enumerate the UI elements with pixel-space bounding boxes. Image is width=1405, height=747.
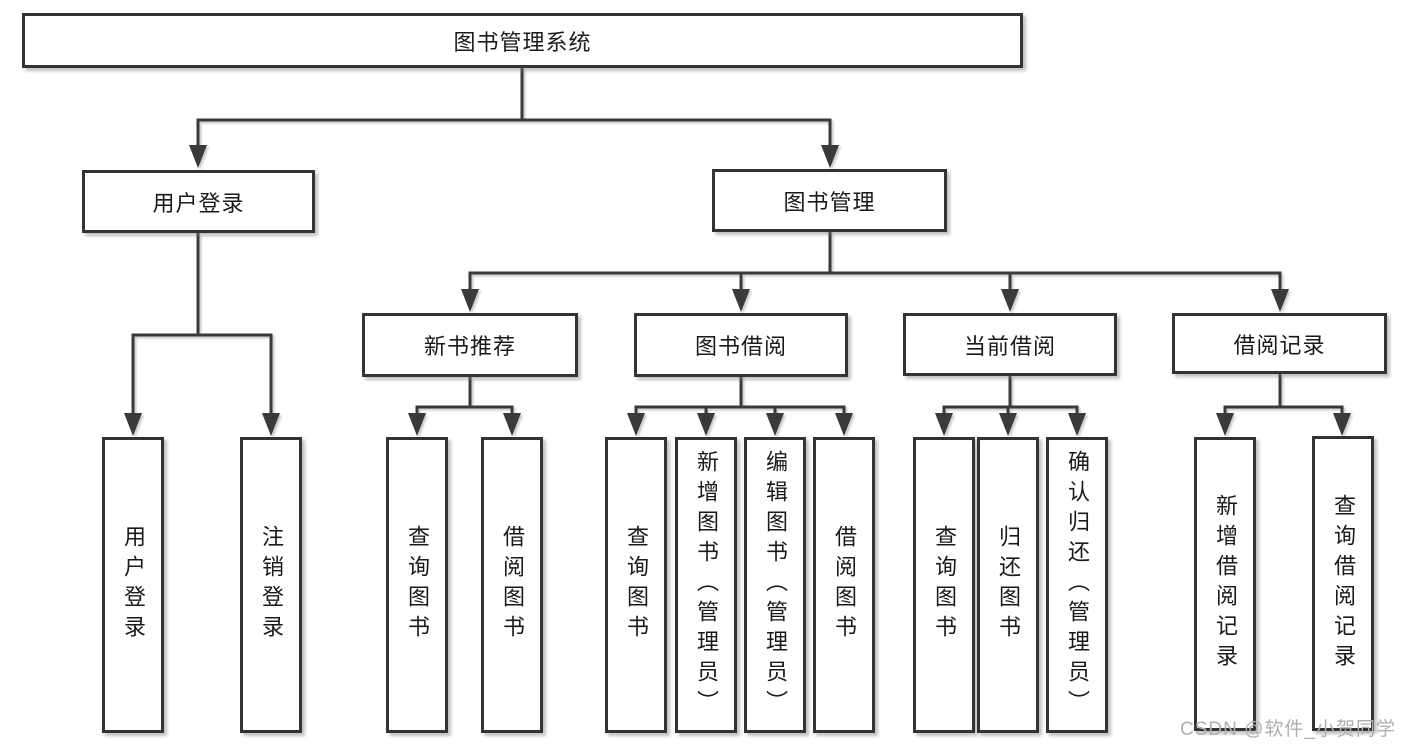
leaf-query-books-recommend-label: 查询图书 xyxy=(405,525,430,645)
node-root: 图书管理系统 xyxy=(22,13,1023,68)
leaf-logout-login-label: 注销登录 xyxy=(259,525,284,645)
leaf-confirm-return-admin-label: 确认归还（管理员） xyxy=(1065,450,1090,720)
leaf-query-books-borrow: 查询图书 xyxy=(605,437,667,733)
node-new-book-recommend: 新书推荐 xyxy=(362,313,578,377)
leaf-logout-login: 注销登录 xyxy=(240,437,302,733)
leaf-query-books-current: 查询图书 xyxy=(913,437,975,733)
node-user-login: 用户登录 xyxy=(82,170,315,233)
node-borrow-record: 借阅记录 xyxy=(1172,313,1387,374)
leaf-query-books-borrow-label: 查询图书 xyxy=(624,525,649,645)
leaf-query-books-current-label: 查询图书 xyxy=(932,525,957,645)
leaf-add-books-admin-label: 新增图书（管理员） xyxy=(694,450,719,720)
leaf-edit-books-admin: 编辑图书（管理员） xyxy=(744,437,806,733)
leaf-borrow-books-recommend: 借阅图书 xyxy=(481,437,543,733)
watermark: CSDN @软件_小贺同学 xyxy=(1180,719,1396,740)
leaf-user-login: 用户登录 xyxy=(102,437,164,733)
leaf-user-login-label: 用户登录 xyxy=(121,525,146,645)
leaf-add-borrow-record: 新增借阅记录 xyxy=(1194,437,1256,731)
leaf-return-books: 归还图书 xyxy=(977,437,1039,733)
leaf-query-borrow-record: 查询借阅记录 xyxy=(1312,436,1374,731)
node-book-borrow: 图书借阅 xyxy=(634,313,848,377)
leaf-query-borrow-record-label: 查询借阅记录 xyxy=(1331,493,1356,674)
node-book-management: 图书管理 xyxy=(712,169,947,232)
leaf-edit-books-admin-label: 编辑图书（管理员） xyxy=(763,450,788,720)
leaf-return-books-label: 归还图书 xyxy=(996,525,1021,645)
leaf-confirm-return-admin: 确认归还（管理员） xyxy=(1046,437,1108,733)
leaf-borrow-books: 借阅图书 xyxy=(813,437,875,733)
leaf-borrow-books-recommend-label: 借阅图书 xyxy=(500,525,525,645)
leaf-add-borrow-record-label: 新增借阅记录 xyxy=(1213,494,1238,674)
node-current-borrow: 当前借阅 xyxy=(903,313,1117,376)
leaf-query-books-recommend: 查询图书 xyxy=(386,437,448,733)
leaf-add-books-admin: 新增图书（管理员） xyxy=(675,437,737,733)
leaf-borrow-books-label: 借阅图书 xyxy=(832,525,857,645)
